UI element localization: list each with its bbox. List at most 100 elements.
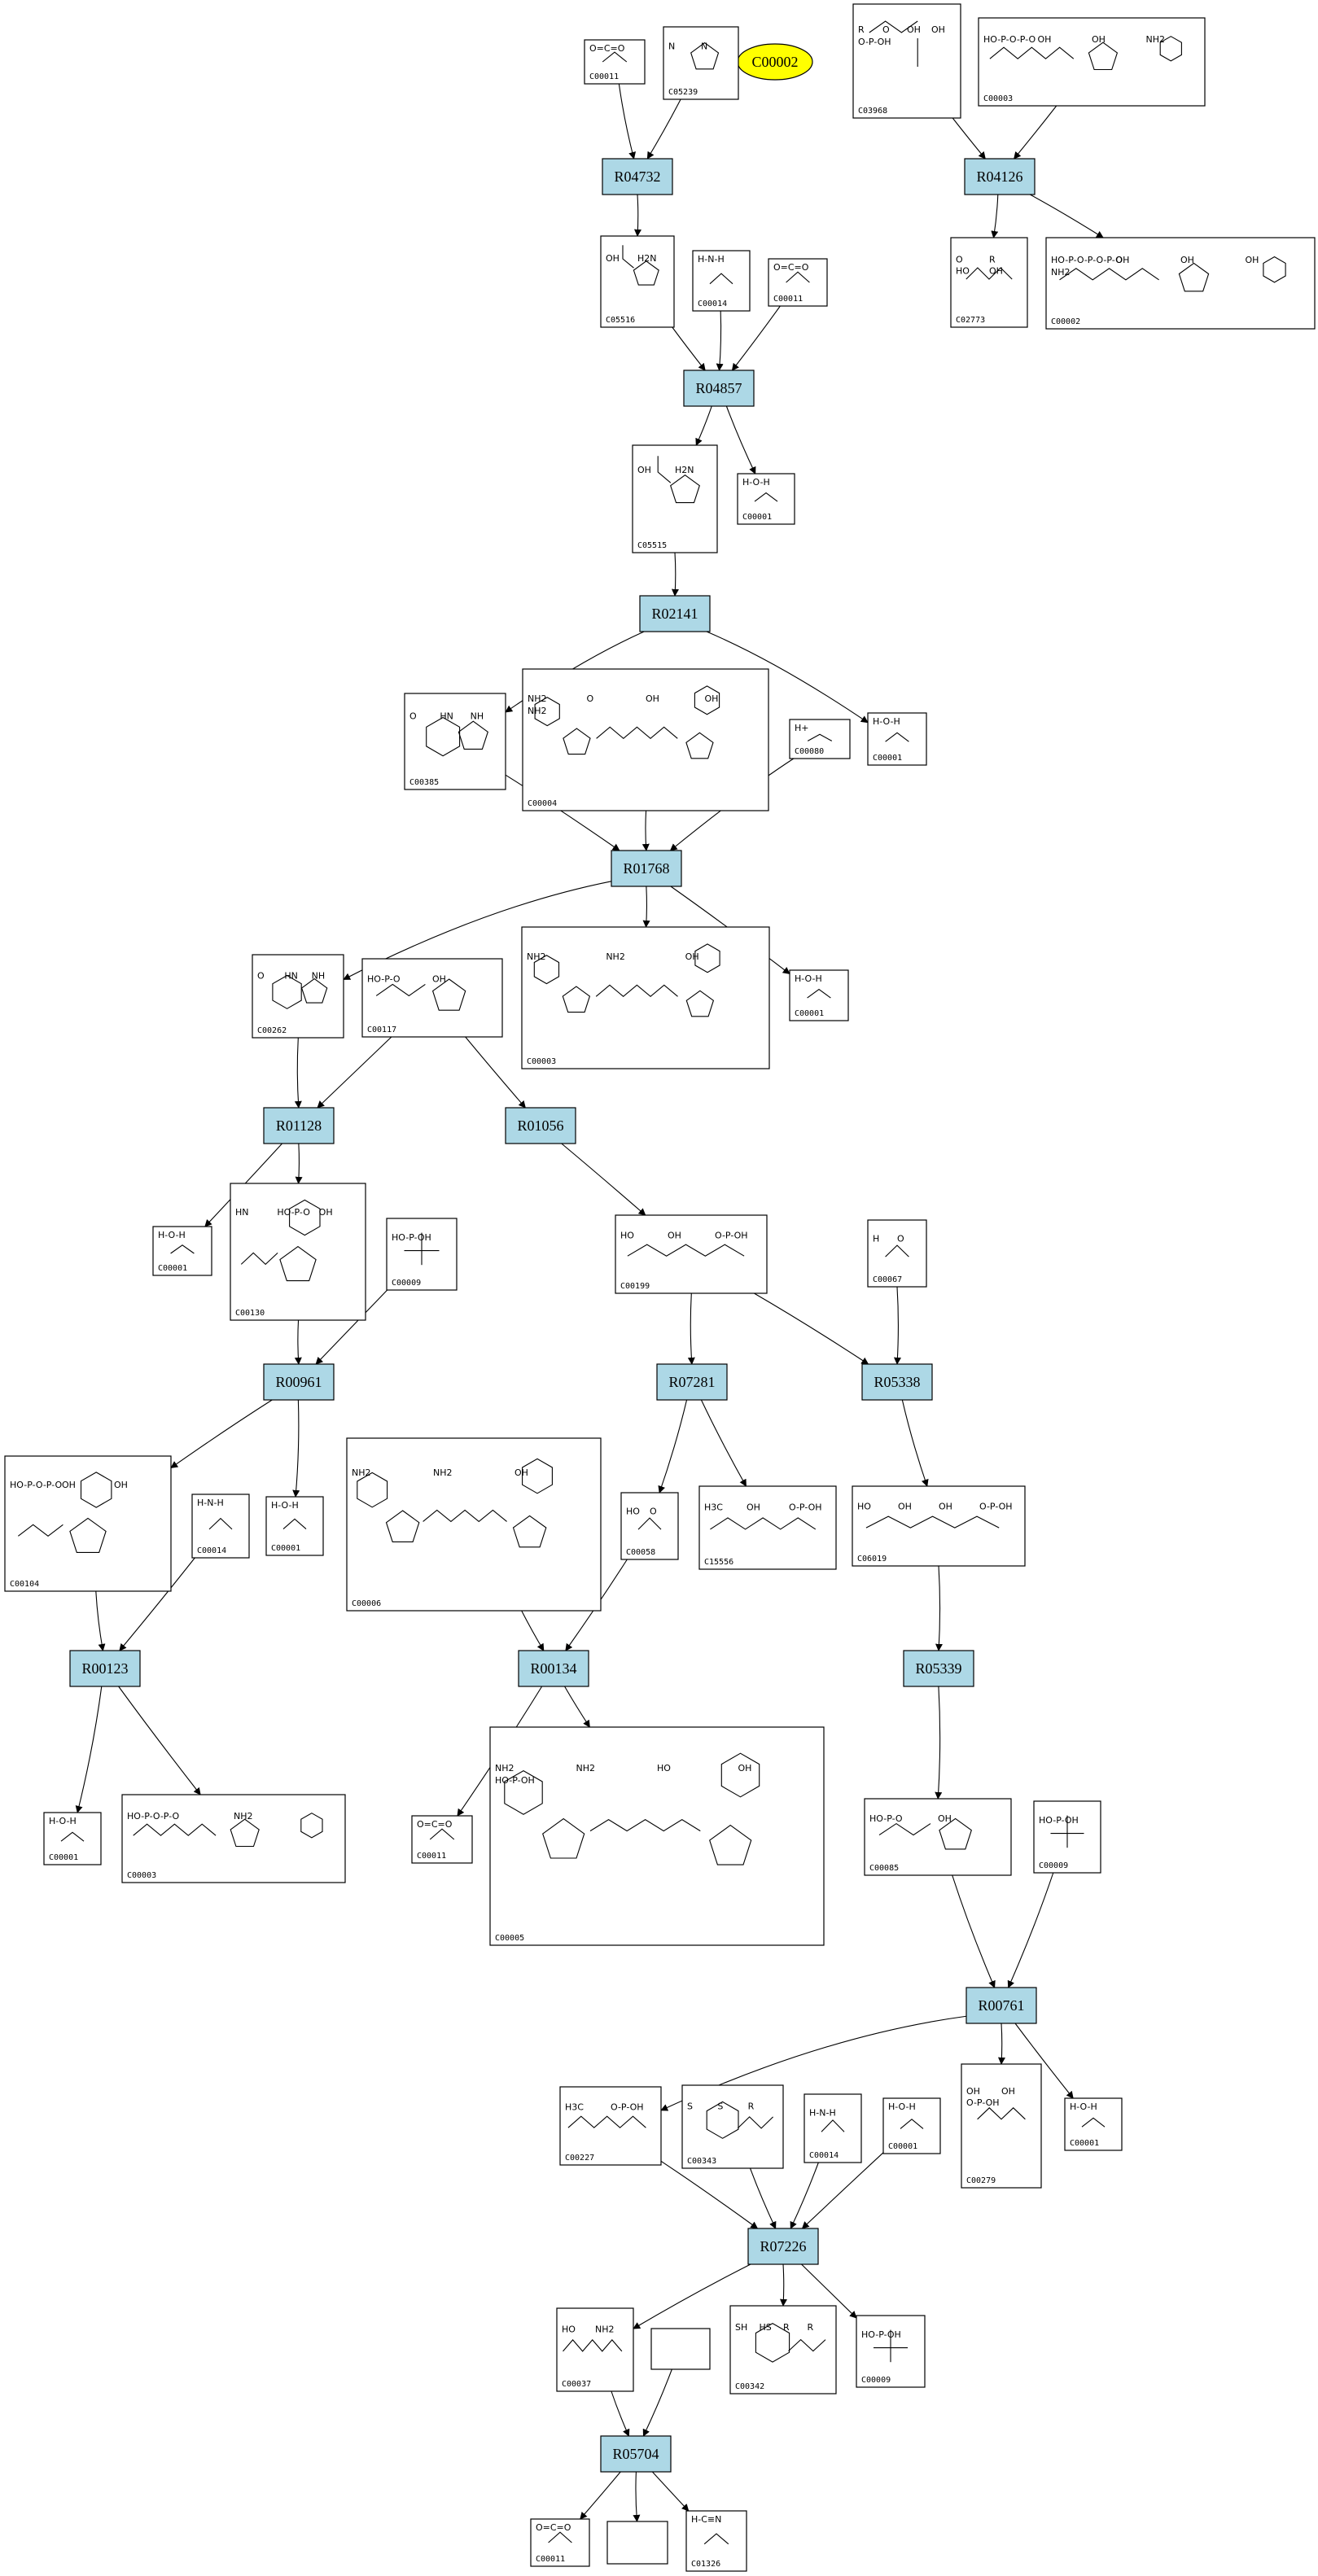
reaction-r00961[interactable]: R00961 xyxy=(263,1363,335,1401)
compound-empty[interactable] xyxy=(650,2328,711,2370)
ring-shape xyxy=(563,728,591,755)
compound-box xyxy=(663,26,739,100)
reaction-r01128[interactable]: R01128 xyxy=(263,1107,335,1144)
atom-label: O-P-OH xyxy=(789,1502,822,1512)
atom-label: HN xyxy=(284,970,298,981)
compound-label: C00262 xyxy=(257,1026,287,1035)
atom-label: OH xyxy=(1116,255,1130,265)
bond-line xyxy=(17,1524,63,1537)
reaction-r00134[interactable]: R00134 xyxy=(518,1650,589,1687)
reaction-r04732[interactable]: R04732 xyxy=(602,158,673,195)
compound-box xyxy=(191,1494,250,1559)
reaction-r01056[interactable]: R01056 xyxy=(505,1107,576,1144)
compound-box xyxy=(411,1815,473,1864)
atom-label: HO xyxy=(626,1506,640,1516)
reaction-box xyxy=(602,158,673,195)
reaction-r04857[interactable]: R04857 xyxy=(683,370,755,407)
highlight-compound[interactable]: C00002 xyxy=(737,43,813,81)
atom-label: O-P-OH xyxy=(858,37,891,47)
edge-c6-R04857 xyxy=(716,310,724,371)
reaction-r00761[interactable]: R00761 xyxy=(966,1987,1037,2024)
compound-label: C02773 xyxy=(956,316,985,325)
reaction-r07281[interactable]: R07281 xyxy=(656,1363,728,1401)
edge-c17-R01128 xyxy=(317,1036,392,1109)
bond-line xyxy=(977,2107,1026,2120)
reaction-r00123[interactable]: R00123 xyxy=(69,1650,141,1687)
atom-label: O xyxy=(650,1506,657,1516)
atom-label: O xyxy=(409,711,417,722)
compound-c00080[interactable]: H+C00080 xyxy=(789,719,851,759)
bond-line xyxy=(622,245,634,269)
reaction-r01768[interactable]: R01768 xyxy=(611,850,682,887)
reaction-box xyxy=(966,1987,1037,2024)
reaction-label: R07281 xyxy=(668,1374,715,1390)
compound-box xyxy=(404,693,506,790)
edge-R07281-c30 xyxy=(700,1399,747,1487)
reaction-r05704[interactable]: R05704 xyxy=(600,2435,672,2473)
reaction-r07226[interactable]: R07226 xyxy=(747,2228,819,2265)
compound-label: C00199 xyxy=(620,1282,650,1291)
ring-shape xyxy=(1263,256,1286,283)
compound-box xyxy=(961,2063,1042,2189)
reaction-r04126[interactable]: R04126 xyxy=(964,158,1036,195)
reaction-r02141[interactable]: R02141 xyxy=(639,595,711,632)
compound-label: C00009 xyxy=(861,2376,891,2385)
reaction-label: R00134 xyxy=(530,1660,576,1677)
atom-label: O-P-OH xyxy=(715,1230,748,1240)
atom-label: NH2 xyxy=(528,693,547,704)
ring-shape xyxy=(533,955,560,985)
compound-empty[interactable] xyxy=(606,2521,668,2565)
reaction-r05338[interactable]: R05338 xyxy=(861,1363,933,1401)
atom-label: H3C xyxy=(704,1502,723,1512)
reaction-label: R01056 xyxy=(517,1117,563,1134)
reaction-r05339[interactable]: R05339 xyxy=(903,1650,974,1687)
